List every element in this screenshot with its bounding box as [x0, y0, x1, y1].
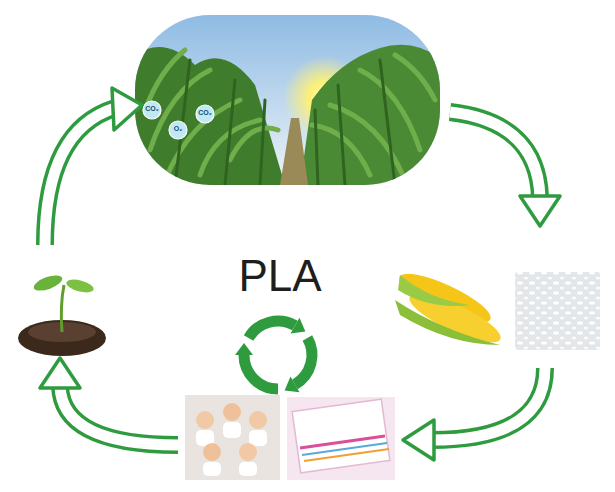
- pla-pellets: [515, 272, 600, 350]
- diagram-heading: PLA: [200, 250, 360, 303]
- label-slot: CO₂: [141, 105, 163, 113]
- cycle-arrow: [40, 358, 178, 445]
- label-slot: O₂: [167, 125, 189, 133]
- gas-label: CO₂: [141, 105, 163, 113]
- sprout-in-soil: [18, 272, 106, 356]
- corn-cobs: [394, 265, 506, 351]
- cycle-arrow: [403, 368, 545, 460]
- babies-in-diapers: [185, 395, 280, 480]
- label-slot: PLA: [200, 250, 360, 303]
- gas-label: O₂: [167, 125, 189, 133]
- recycle-symbol: [235, 318, 312, 392]
- cycle-arrow: [450, 112, 560, 226]
- gas-label: CO₂: [194, 109, 216, 117]
- cycle-arrow: [45, 88, 142, 245]
- corn-field: [135, 15, 440, 185]
- diaper-package: [287, 397, 395, 480]
- label-slot: CO₂: [194, 109, 216, 117]
